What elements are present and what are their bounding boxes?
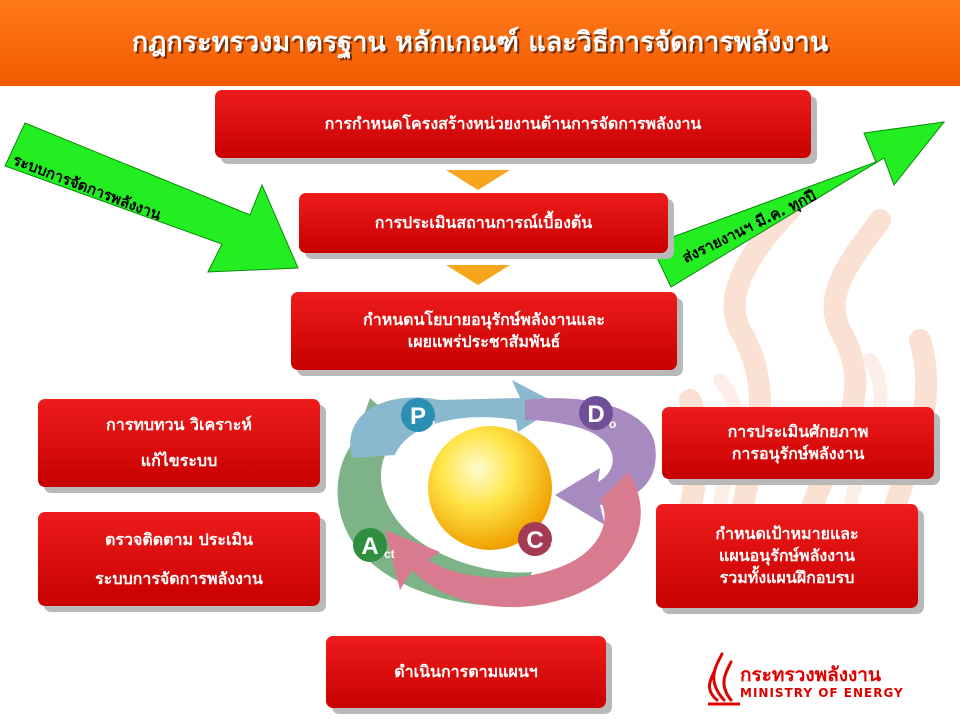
slide-title: กฎกระทรวงมาตรฐาน หลักเกณฑ์ และวิธีการจัด… xyxy=(131,27,829,58)
check-rest: heck xyxy=(550,540,580,555)
ministry-name-thai: กระทรวงพลังงาน xyxy=(740,664,881,686)
title-band: กฎกระทรวงมาตรฐาน หลักเกณฑ์ และวิธีการจัด… xyxy=(0,0,960,86)
do-rest: o xyxy=(609,417,616,431)
step-policy-text-1: กำหนดนโยบายอนุรักษ์พลังงานและ xyxy=(363,310,605,329)
do-letter: D xyxy=(587,401,604,428)
plan-letter: P xyxy=(410,403,426,430)
step-policy-box: กำหนดนโยบายอนุรักษ์พลังงานและ เผยแพร่ประ… xyxy=(291,292,677,370)
review-text-2: แก้ไขระบบ xyxy=(140,451,218,470)
review-box: การทบทวน วิเคราะห์ แก้ไขระบบ xyxy=(38,399,320,487)
check-segment xyxy=(385,472,641,608)
implement-box: ดำเนินการตามแผนฯ xyxy=(326,636,606,708)
monitor-text-2: ระบบการจัดการพลังงาน xyxy=(95,568,263,588)
do-circle xyxy=(579,396,613,430)
implement-text: ดำเนินการตามแผนฯ xyxy=(394,662,538,681)
step-assessment-box: การประเมินสถานการณ์เบื้องต้น xyxy=(299,193,668,253)
monitor-text-1: ตรวจติดตาม ประเมิน xyxy=(105,529,253,549)
plan-rest: lan xyxy=(432,419,449,433)
target-text-3: รวมทั้งแผนฝึกอบรบ xyxy=(719,568,855,587)
target-box: กำหนดเป้าหมายและ แผนอนุรักษ์พลังงาน รวมท… xyxy=(656,504,918,608)
down-arrow-2 xyxy=(446,265,510,285)
ministry-name-english: MINISTRY OF ENERGY xyxy=(740,686,904,700)
sun-sphere xyxy=(428,426,552,550)
check-letter: C xyxy=(526,527,543,554)
step-structure-text: การกำหนดโครงสร้างหน่วยงานด้านการจัดการพล… xyxy=(324,114,702,133)
step-structure-box: การกำหนดโครงสร้างหน่วยงานด้านการจัดการพล… xyxy=(215,90,811,158)
act-rest: ct xyxy=(384,547,395,561)
act-circle xyxy=(353,528,387,562)
monitor-box: ตรวจติดตาม ประเมิน ระบบการจัดการพลังงาน xyxy=(38,512,320,606)
plan-circle xyxy=(401,398,435,432)
act-letter: A xyxy=(361,533,378,560)
step-policy-text-2: เผยแพร่ประชาสัมพันธ์ xyxy=(407,332,561,351)
potential-text-2: การอนุรักษ์พลังงาน xyxy=(731,444,865,463)
target-text-1: กำหนดเป้าหมายและ xyxy=(715,524,859,543)
check-circle xyxy=(518,522,552,556)
review-text-1: การทบทวน วิเคราะห์ xyxy=(106,415,252,434)
potential-text-1: การประเมินศักยภาพ xyxy=(727,422,869,441)
target-text-2: แผนอนุรักษ์พลังงาน xyxy=(719,546,855,565)
step-assessment-text: การประเมินสถานการณ์เบื้องต้น xyxy=(374,213,593,232)
down-arrow-1 xyxy=(446,170,510,190)
plan-segment xyxy=(350,380,560,458)
potential-box: การประเมินศักยภาพ การอนุรักษ์พลังงาน xyxy=(662,407,934,479)
